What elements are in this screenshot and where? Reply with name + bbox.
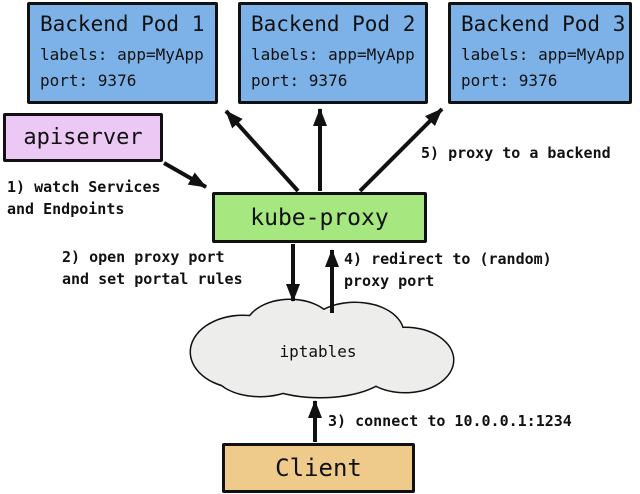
pod-title: Backend Pod 1 bbox=[40, 12, 205, 36]
step3-label: 3) connect to 10.0.0.1:1234 bbox=[328, 412, 572, 430]
kube-proxy-label: kube-proxy bbox=[250, 204, 389, 231]
iptables-cloud-shape bbox=[189, 298, 455, 399]
backend-pod-1-node: Backend Pod 1 labels: app=MyApp port: 93… bbox=[27, 2, 218, 104]
arrow-kube-proxy-to-pod1 bbox=[224, 109, 300, 193]
pod-title: Backend Pod 2 bbox=[251, 12, 416, 36]
pod-port-line: port: 9376 bbox=[461, 71, 558, 90]
step1-label: 1) watch Services and Endpoints bbox=[7, 178, 161, 218]
apiserver-label: apiserver bbox=[23, 125, 143, 150]
pod-labels-line: labels: app=MyApp bbox=[40, 45, 204, 64]
pod-port-line: port: 9376 bbox=[40, 71, 137, 90]
step4-label: 4) redirect to (random) proxy port bbox=[344, 250, 552, 290]
pod-port-line: port: 9376 bbox=[251, 71, 348, 90]
kube-proxy-node: kube-proxy bbox=[212, 192, 427, 243]
backend-pod-2-node: Backend Pod 2 labels: app=MyApp port: 93… bbox=[238, 2, 428, 104]
apiserver-node: apiserver bbox=[3, 113, 163, 162]
step2-label: 2) open proxy port and set portal rules bbox=[62, 248, 243, 288]
pod-labels-line: labels: app=MyApp bbox=[461, 45, 625, 64]
arrow-apiserver-to-kube-proxy bbox=[163, 161, 207, 189]
backend-pod-3-node: Backend Pod 3 labels: app=MyApp port: 93… bbox=[448, 2, 632, 104]
arrow-kube-proxy-to-pod3 bbox=[358, 107, 444, 193]
iptables-label: iptables bbox=[279, 342, 357, 361]
step5-label: 5) proxy to a backend bbox=[421, 144, 611, 162]
pod-title: Backend Pod 3 bbox=[461, 12, 626, 36]
pod-labels-line: labels: app=MyApp bbox=[251, 45, 415, 64]
client-node: Client bbox=[222, 443, 415, 493]
client-label: Client bbox=[275, 454, 362, 482]
